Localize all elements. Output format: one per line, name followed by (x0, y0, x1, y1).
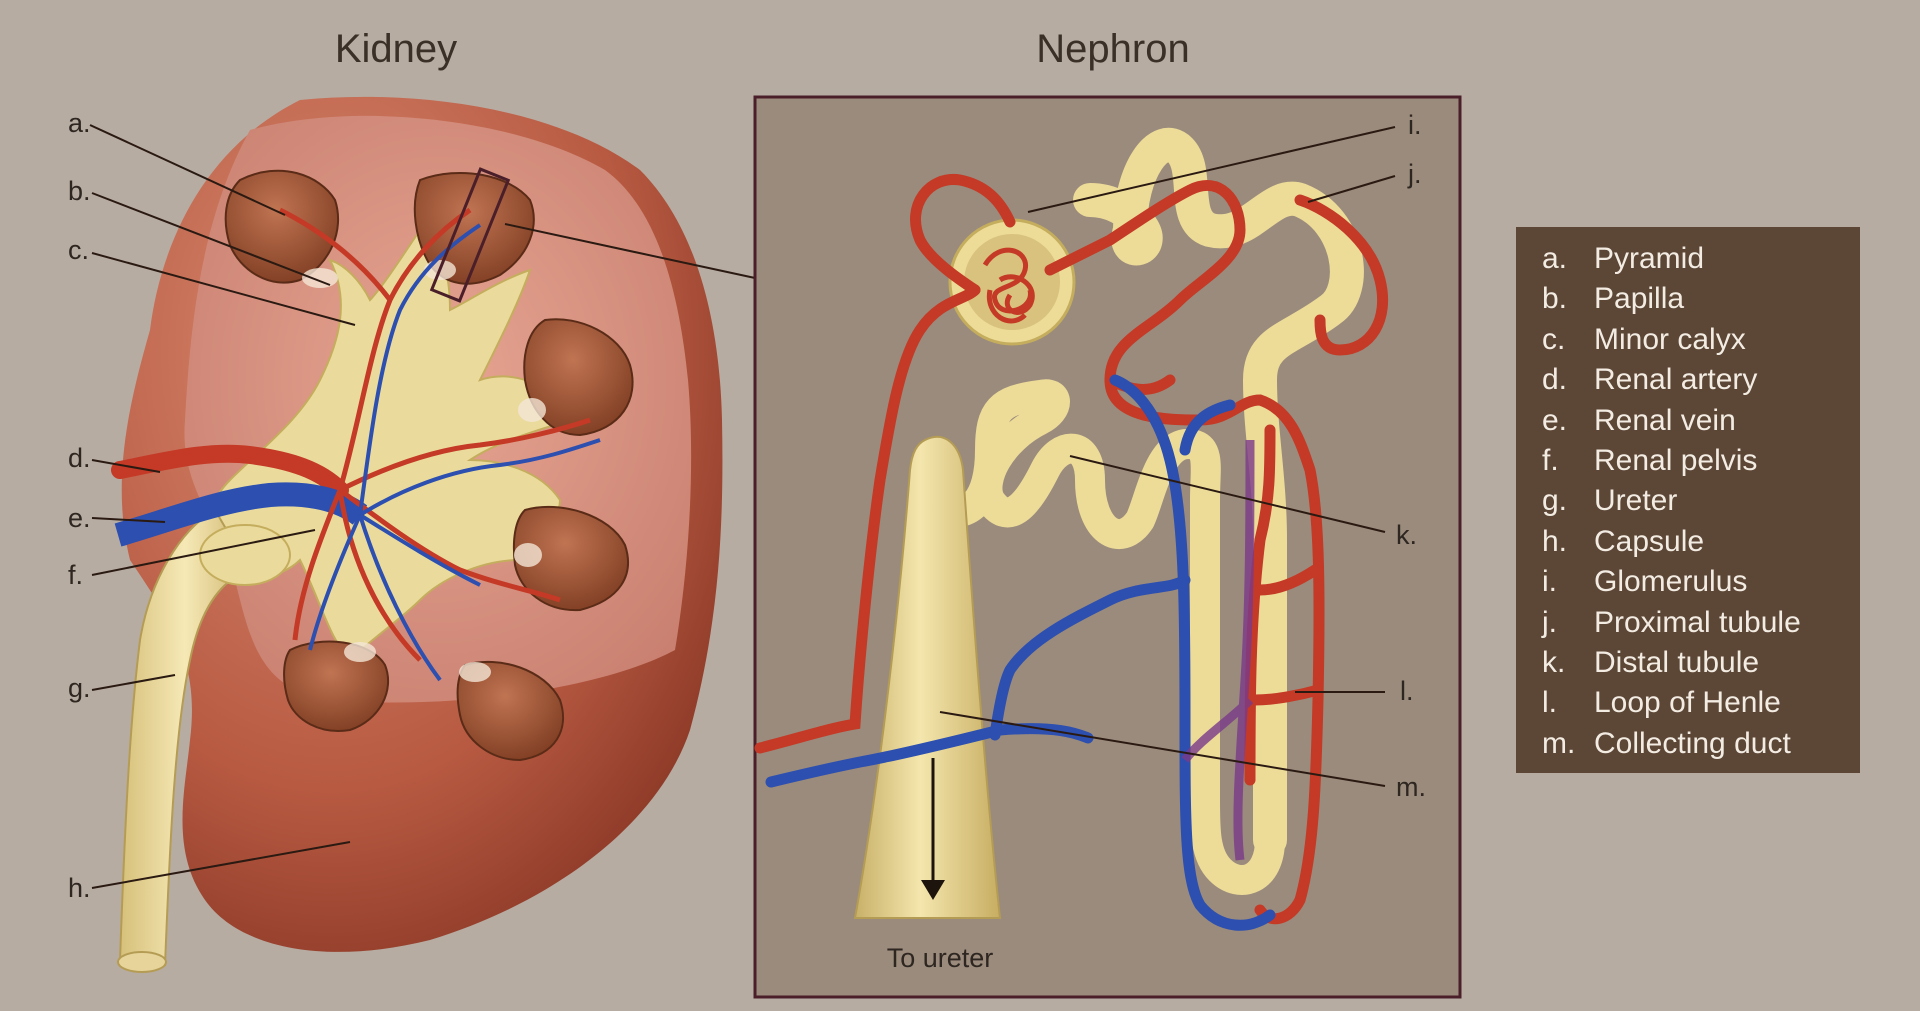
nephron-panel (755, 97, 1460, 997)
label-h: h. (68, 873, 91, 903)
legend-letter: e. (1542, 401, 1594, 441)
label-g: g. (68, 673, 91, 703)
label-d: d. (68, 443, 91, 473)
legend-row: g.Ureter (1542, 481, 1860, 521)
legend-row: m.Collecting duct (1542, 724, 1860, 764)
label-c: c. (68, 235, 89, 265)
legend-letter: c. (1542, 320, 1594, 360)
legend-text: Pyramid (1594, 239, 1860, 279)
legend-row: l.Loop of Henle (1542, 683, 1860, 723)
legend-row: e.Renal vein (1542, 401, 1860, 441)
label-e: e. (68, 503, 91, 533)
legend-letter: i. (1542, 562, 1594, 602)
legend-row: h.Capsule (1542, 522, 1860, 562)
legend-row: d.Renal artery (1542, 360, 1860, 400)
legend-text: Glomerulus (1594, 562, 1860, 602)
legend-row: a.Pyramid (1542, 239, 1860, 279)
legend-text: Renal vein (1594, 401, 1860, 441)
legend-letter: a. (1542, 239, 1594, 279)
legend-letter: k. (1542, 643, 1594, 683)
label-f: f. (68, 560, 83, 590)
legend-letter: b. (1542, 279, 1594, 319)
legend-letter: f. (1542, 441, 1594, 481)
kidney-title: Kidney (335, 27, 457, 71)
legend-text: Collecting duct (1594, 724, 1860, 764)
pelvis-bulge (200, 525, 290, 585)
label-k: k. (1396, 520, 1417, 550)
label-m: m. (1396, 772, 1426, 802)
legend-letter: m. (1542, 724, 1594, 764)
legend-letter: d. (1542, 360, 1594, 400)
legend-text: Renal artery (1594, 360, 1860, 400)
legend-text: Papilla (1594, 279, 1860, 319)
kidney-labels: a. b. c. d. e. f. g. h. (68, 108, 91, 903)
label-a: a. (68, 108, 91, 138)
legend-letter: j. (1542, 603, 1594, 643)
legend-text: Ureter (1594, 481, 1860, 521)
legend-row: b.Papilla (1542, 279, 1860, 319)
legend-row: f.Renal pelvis (1542, 441, 1860, 481)
label-b: b. (68, 176, 91, 206)
nephron-title: Nephron (1036, 27, 1189, 71)
legend-text: Distal tubule (1594, 643, 1860, 683)
legend-row: k.Distal tubule (1542, 643, 1860, 683)
legend-text: Renal pelvis (1594, 441, 1860, 481)
label-l: l. (1400, 676, 1414, 706)
kidney-illustration (90, 97, 755, 972)
legend-row: i.Glomerulus (1542, 562, 1860, 602)
legend-text: Capsule (1594, 522, 1860, 562)
legend-letter: g. (1542, 481, 1594, 521)
legend-text: Loop of Henle (1594, 683, 1860, 723)
legend-text: Minor calyx (1594, 320, 1860, 360)
label-j: j. (1407, 159, 1422, 189)
legend-text: Proximal tubule (1594, 603, 1860, 643)
legend-letter: l. (1542, 683, 1594, 723)
legend-row: j.Proximal tubule (1542, 603, 1860, 643)
label-i: i. (1408, 110, 1422, 140)
legend-letter: h. (1542, 522, 1594, 562)
to-ureter-label: To ureter (887, 943, 994, 973)
legend-row: c.Minor calyx (1542, 320, 1860, 360)
